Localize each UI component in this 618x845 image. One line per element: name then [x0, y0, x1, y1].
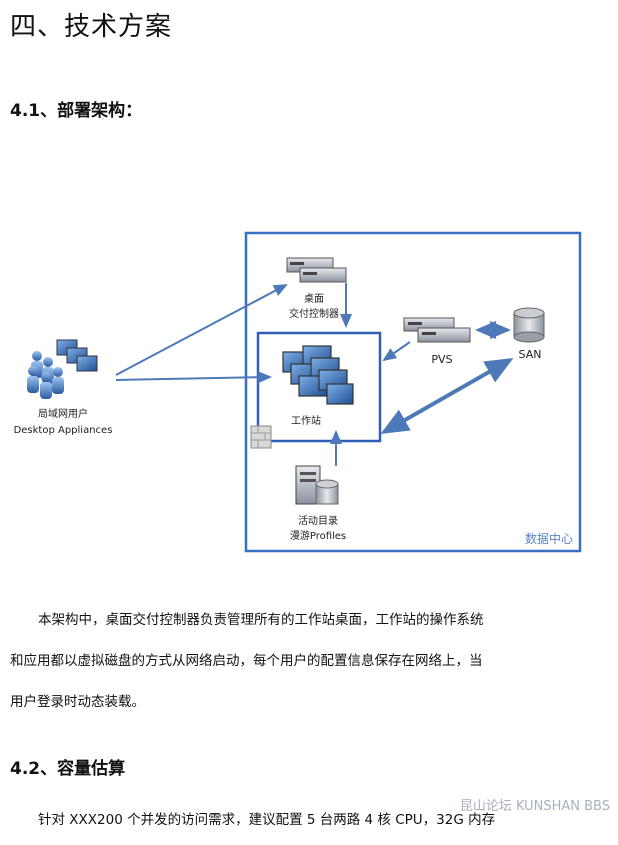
san-label: SAN — [519, 348, 542, 361]
firewall-icon — [250, 425, 272, 449]
ad-label: 活动目录 — [298, 515, 338, 527]
users-label: 局域网用户 — [38, 407, 88, 420]
users-label-en: Desktop Appliances — [14, 425, 113, 436]
controller-label: 桌面 — [304, 292, 324, 305]
workstation-label: 工作站 — [291, 414, 321, 427]
pvs-server-icon — [403, 317, 471, 343]
paragraph-capacity: 针对 XXX200 个并发的访问需求，建议配置 5 台两路 4 核 CPU，32… — [10, 800, 610, 841]
watermark: 昆山论坛 KUNSHAN BBS — [459, 799, 610, 814]
section-heading-deployment: 4.1、部署架构： — [10, 101, 143, 121]
active-directory-icon — [295, 465, 339, 505]
arrow-users-to-controller — [115, 284, 288, 376]
arrow-users-to-workstation — [115, 371, 272, 384]
users-icon — [27, 339, 98, 399]
controller-label-2: 交付控制器 — [289, 307, 339, 320]
arrow-pvs-to-workstation — [382, 341, 411, 362]
paragraph-line-1: 本架构中，桌面交付控制器负责管理所有的工作站桌面，工作站的操作系统 — [38, 612, 484, 628]
paragraph-architecture: 本架构中，桌面交付控制器负责管理所有的工作站桌面，工作站的操作系统 和应用都以虚… — [10, 600, 610, 723]
paragraph-line-3: 用户登录时动态装载。 — [10, 694, 145, 710]
section-heading-capacity: 4.2、容量估算 — [10, 759, 126, 779]
datacenter-label: 数据中心 — [525, 531, 573, 546]
workstation-icon — [282, 345, 354, 405]
san-storage-icon — [513, 307, 545, 343]
page-title: 四、技术方案 — [10, 12, 173, 42]
ad-label-2: 漫游Profiles — [290, 529, 346, 542]
paragraph2-line-1: 针对 XXX200 个并发的访问需求，建议配置 5 台两路 4 核 CPU，32… — [38, 812, 496, 828]
pvs-label: PVS — [431, 353, 452, 366]
datacenter-box — [244, 231, 582, 553]
controller-server-icon — [286, 257, 347, 283]
paragraph-line-2: 和应用都以虚拟磁盘的方式从网络启动，每个用户的配置信息保存在网络上，当 — [10, 653, 483, 669]
arrow-san-workstation — [380, 358, 514, 434]
